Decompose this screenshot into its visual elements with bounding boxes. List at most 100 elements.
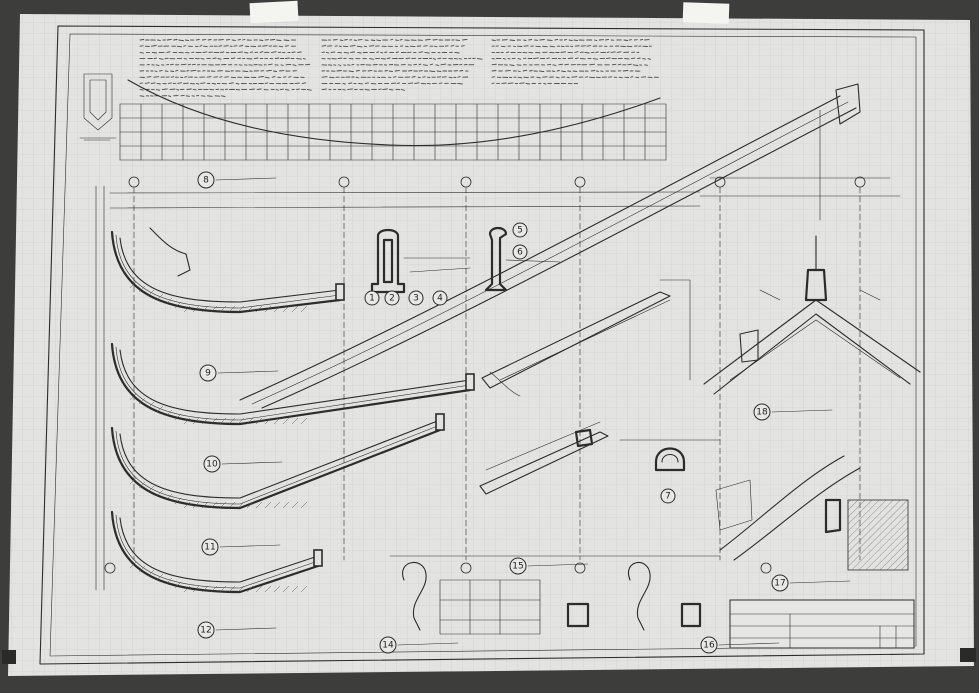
eave-hatch <box>246 305 254 313</box>
note-glyph-stroke <box>586 45 592 47</box>
note-glyph-stroke <box>400 89 405 91</box>
eave-hatch <box>228 585 236 593</box>
note-glyph-stroke <box>176 45 183 48</box>
note-glyph-stroke <box>626 45 633 48</box>
eave-hatch <box>282 585 290 593</box>
note-glyph-stroke <box>422 64 429 66</box>
note-glyph-stroke <box>358 82 363 85</box>
tape-corner-bl <box>2 650 16 664</box>
note-glyph-stroke <box>438 82 443 84</box>
note-glyph-stroke <box>219 76 223 78</box>
axis-circle <box>854 176 866 188</box>
note-glyph-stroke <box>574 51 579 53</box>
note-glyph-stroke <box>368 45 375 47</box>
note-glyph-stroke <box>302 58 306 60</box>
tape-strip-right <box>682 2 730 24</box>
note-glyph-stroke <box>567 57 574 60</box>
axis-circle <box>128 176 140 188</box>
drawing-frame <box>39 25 925 665</box>
note-glyph-stroke <box>575 57 579 60</box>
eave-hatch <box>291 305 299 313</box>
eave-hatch <box>300 417 308 425</box>
eave-hatch <box>237 417 245 425</box>
eave-hatch <box>300 501 308 509</box>
note-glyph-stroke <box>462 38 468 41</box>
note-glyph-stroke <box>460 45 465 47</box>
eave-hatch <box>129 561 137 569</box>
eave-curve-mid <box>115 346 471 421</box>
note-glyph-stroke <box>166 39 172 41</box>
note-glyph-stroke <box>168 82 172 84</box>
general-notes-text <box>139 38 659 97</box>
note-glyph-stroke <box>546 57 550 60</box>
note-glyph-stroke <box>349 45 356 47</box>
note-glyph-stroke <box>554 38 559 41</box>
note-glyph-stroke <box>630 76 634 78</box>
note-glyph-stroke <box>249 51 254 53</box>
note-glyph-stroke <box>195 82 200 85</box>
note-glyph-stroke <box>296 88 300 91</box>
eave-hatch <box>183 417 191 425</box>
eave-hatch <box>255 305 263 313</box>
note-glyph-stroke <box>353 39 357 41</box>
eave-hatch <box>282 417 290 425</box>
note-glyph-stroke <box>258 76 264 78</box>
note-glyph-stroke <box>528 39 533 41</box>
eave-hatch <box>219 305 227 313</box>
note-glyph-stroke <box>177 82 182 84</box>
eave-hatch <box>264 585 272 593</box>
note-glyph-stroke <box>178 39 185 42</box>
note-glyph-stroke <box>195 39 200 41</box>
eave-curve-mid <box>115 514 319 589</box>
detail-callout-17: 17 <box>771 574 851 592</box>
note-glyph-stroke <box>507 82 514 84</box>
detail-middle-slope-2 <box>479 421 609 495</box>
note-glyph-stroke <box>270 39 276 41</box>
axis-circle <box>574 562 586 574</box>
note-glyph-stroke <box>161 88 168 91</box>
eave-hatch <box>165 493 173 501</box>
note-glyph-stroke <box>139 95 145 97</box>
eave-hatch <box>210 305 218 313</box>
eave-hatch <box>147 401 155 409</box>
note-glyph-stroke <box>139 51 144 54</box>
note-glyph-stroke <box>386 57 391 60</box>
detail-callout-6: 6 <box>512 244 528 260</box>
eave-hatch <box>255 501 263 509</box>
note-glyph-stroke <box>273 70 277 72</box>
note-glyph-stroke <box>517 70 521 73</box>
callout-number: 2 <box>389 294 395 304</box>
note-glyph-stroke <box>424 38 431 41</box>
note-glyph-stroke <box>617 63 622 66</box>
callout-circle <box>197 621 215 639</box>
note-glyph-stroke <box>388 70 393 73</box>
note-glyph-stroke <box>390 38 394 41</box>
note-glyph-stroke <box>630 57 636 60</box>
eave-curve-inner <box>119 517 319 583</box>
note-glyph-stroke <box>500 45 506 48</box>
eave-hatch <box>174 413 182 421</box>
note-glyph-stroke <box>285 89 290 91</box>
note-glyph-stroke <box>139 89 144 91</box>
eave-hatch <box>156 489 164 497</box>
eave-hatch <box>273 501 281 509</box>
eave-hatch <box>255 585 263 593</box>
note-glyph-stroke <box>405 45 409 48</box>
note-glyph-stroke <box>155 64 160 66</box>
callout-title-line <box>789 580 851 584</box>
note-glyph-stroke <box>271 76 276 78</box>
profile-sections <box>370 226 561 294</box>
callout-circle <box>408 290 424 306</box>
note-glyph-stroke <box>249 88 255 91</box>
note-glyph-stroke <box>230 57 236 60</box>
note-glyph-stroke <box>435 64 440 66</box>
eave-hatch <box>192 305 200 313</box>
note-glyph-stroke <box>264 76 270 79</box>
note-glyph-stroke <box>363 45 367 48</box>
note-glyph-stroke <box>556 70 560 72</box>
callout-number: 10 <box>206 460 218 470</box>
note-glyph-stroke <box>355 70 360 72</box>
eave-hatch <box>264 305 272 313</box>
note-glyph-stroke <box>517 76 523 79</box>
note-glyph-stroke <box>288 76 292 78</box>
